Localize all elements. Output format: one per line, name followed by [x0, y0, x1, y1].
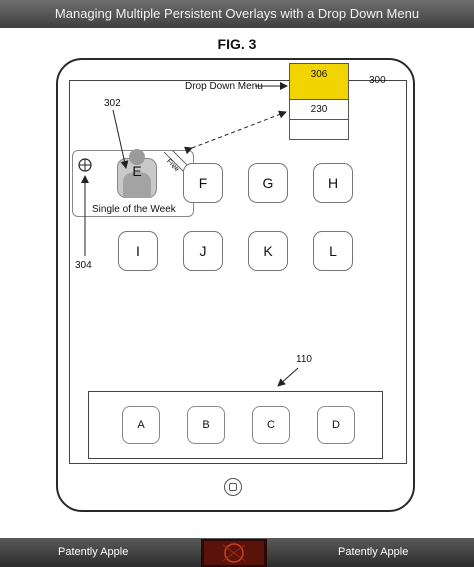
ref-110: 110 — [296, 354, 312, 365]
key-h-label: H — [327, 175, 339, 191]
dock — [88, 391, 383, 459]
ref-302-leader — [112, 109, 129, 169]
footer-logo-icon — [201, 539, 267, 567]
key-f[interactable]: F — [183, 163, 223, 203]
dock-key-a-label: A — [137, 419, 145, 431]
key-g-label: G — [262, 175, 274, 191]
dock-key-d[interactable]: D — [317, 406, 355, 444]
figure-label: FIG. 3 — [217, 36, 257, 52]
key-j-label: J — [199, 243, 207, 259]
footer-right-text: Patently Apple — [338, 546, 409, 558]
menu-item-230-label: 230 — [310, 104, 328, 115]
dock-key-a[interactable]: A — [122, 406, 160, 444]
ref-304: 304 — [75, 260, 92, 271]
key-i-label: I — [136, 243, 140, 259]
drop-down-menu-label: Drop Down Menu — [185, 81, 263, 92]
key-f-label: F — [198, 175, 208, 191]
overlay-caption: Single of the Week — [92, 204, 176, 215]
key-l[interactable]: L — [313, 231, 353, 271]
crosshair-icon[interactable] — [77, 157, 93, 173]
key-k[interactable]: K — [248, 231, 288, 271]
drop-down-menu: 306 230 — [289, 63, 349, 140]
tablet-outline — [56, 58, 415, 512]
ref-300: 300 — [369, 75, 386, 86]
key-h[interactable]: H — [313, 163, 353, 203]
footer-left-text: Patently Apple — [58, 546, 129, 558]
dock-key-c[interactable]: C — [252, 406, 290, 444]
home-button[interactable] — [224, 478, 242, 496]
ref-302: 302 — [104, 98, 121, 109]
ref-110-leader — [277, 367, 299, 387]
key-e-label: E — [132, 163, 142, 179]
key-k-label: K — [263, 243, 273, 259]
dashed-link-arrow — [184, 110, 287, 155]
key-g[interactable]: G — [248, 163, 288, 203]
key-l-label: L — [329, 243, 337, 259]
title-bar: Managing Multiple Persistent Overlays wi… — [0, 0, 474, 28]
menu-item-306-label: 306 — [310, 69, 328, 80]
dock-key-b[interactable]: B — [187, 406, 225, 444]
tablet-screen — [69, 80, 407, 464]
menu-item-230[interactable]: 230 — [290, 100, 348, 120]
home-button-icon — [229, 483, 237, 491]
dock-key-c-label: C — [267, 419, 275, 431]
menu-item-306[interactable]: 306 — [290, 64, 348, 100]
key-i[interactable]: I — [118, 231, 158, 271]
person-silhouette-icon — [123, 149, 151, 198]
dock-key-d-label: D — [332, 419, 340, 431]
key-j[interactable]: J — [183, 231, 223, 271]
dock-key-b-label: B — [202, 419, 210, 431]
title-text: Managing Multiple Persistent Overlays wi… — [54, 6, 420, 21]
